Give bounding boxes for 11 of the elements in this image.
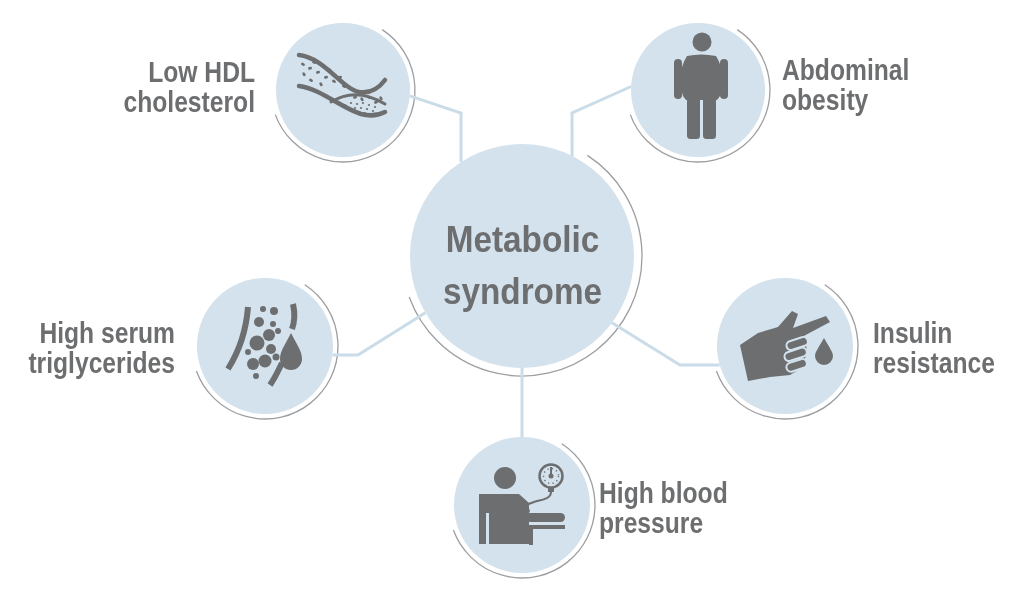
factor-label: High blood pressure: [599, 478, 729, 538]
connector-line: [611, 321, 720, 367]
factor-label: Low HDL cholesterol: [122, 57, 255, 117]
factor-label: Insulin resistance: [873, 318, 996, 378]
center-label: Metabolic syndrome: [441, 218, 603, 314]
connector-line: [332, 311, 427, 357]
factor-label: Abdominal obesity: [782, 55, 911, 115]
connector-line: [570, 85, 632, 156]
connector-line: [409, 94, 463, 163]
factor-label: High serum triglycerides: [27, 318, 175, 378]
connector-line: [520, 368, 524, 437]
